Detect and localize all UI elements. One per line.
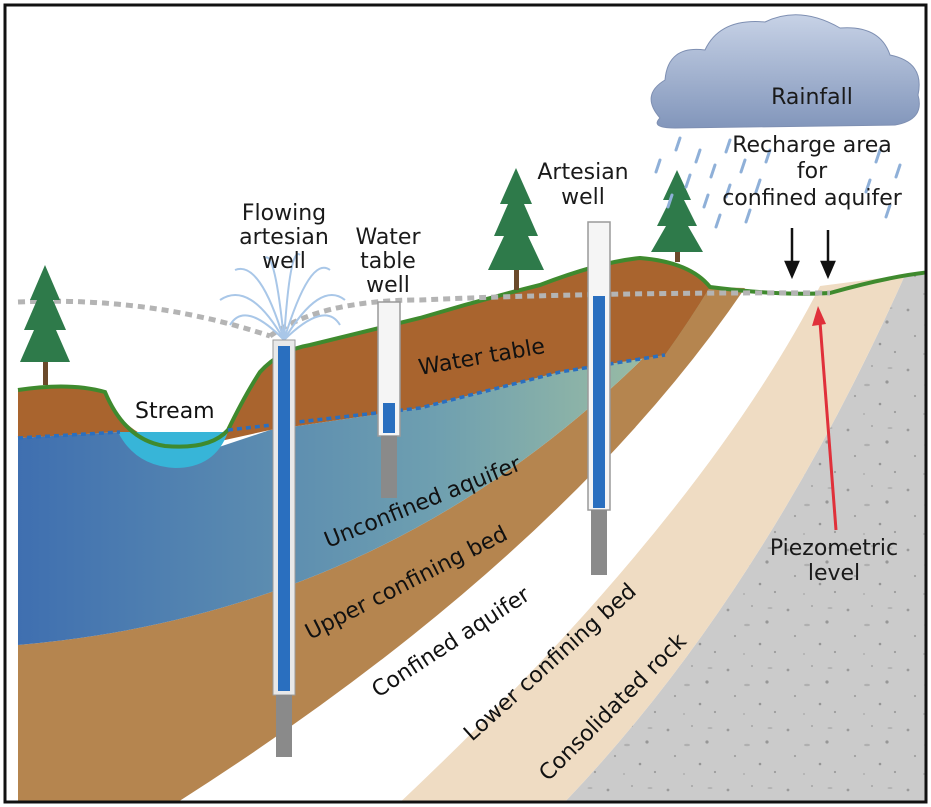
label-recharge-1: Recharge area	[732, 133, 892, 158]
flowing-artesian-well	[272, 339, 296, 757]
label-piezometric-1: Piezometric	[770, 536, 898, 561]
label-artesian-1: Artesian	[537, 160, 628, 185]
piezometric-surface-line	[17, 290, 831, 339]
tree-left	[20, 265, 70, 385]
rain-cloud	[650, 14, 920, 129]
frame-border	[3, 3, 928, 804]
label-piezometric-2: level	[808, 561, 860, 586]
artesian-well	[587, 221, 611, 575]
recharge-arrows	[784, 228, 836, 280]
tree-middle	[488, 168, 544, 290]
confined-aquifer-layer	[179, 286, 820, 801]
water-table-line	[17, 353, 666, 440]
label-flowing-3: well	[262, 249, 306, 274]
label-wtw-1: Water	[355, 225, 421, 250]
label-recharge-3: confined aquifer	[722, 186, 903, 211]
label-rainfall: Rainfall	[771, 85, 853, 110]
label-flowing-2: artesian	[239, 225, 329, 250]
consolidated-rock-layer	[565, 275, 925, 801]
label-recharge-2: for	[797, 159, 828, 184]
unconfined-aquifer-layer	[18, 287, 710, 645]
label-stream: Stream	[135, 399, 215, 424]
tree-right	[651, 170, 703, 262]
lower-confining-bed-layer	[401, 275, 905, 801]
label-wtw-2: table	[360, 249, 416, 274]
fountain-spray	[219, 253, 346, 341]
topsoil-layer	[18, 258, 710, 449]
piezometric-arrow	[812, 306, 838, 531]
label-artesian-2: well	[561, 185, 605, 210]
upper-confining-bed-layer	[18, 287, 745, 801]
label-wtw-3: well	[366, 273, 410, 298]
label-flowing-1: Flowing	[242, 201, 326, 226]
water-table-well	[377, 301, 401, 498]
rain-drops	[654, 136, 902, 229]
